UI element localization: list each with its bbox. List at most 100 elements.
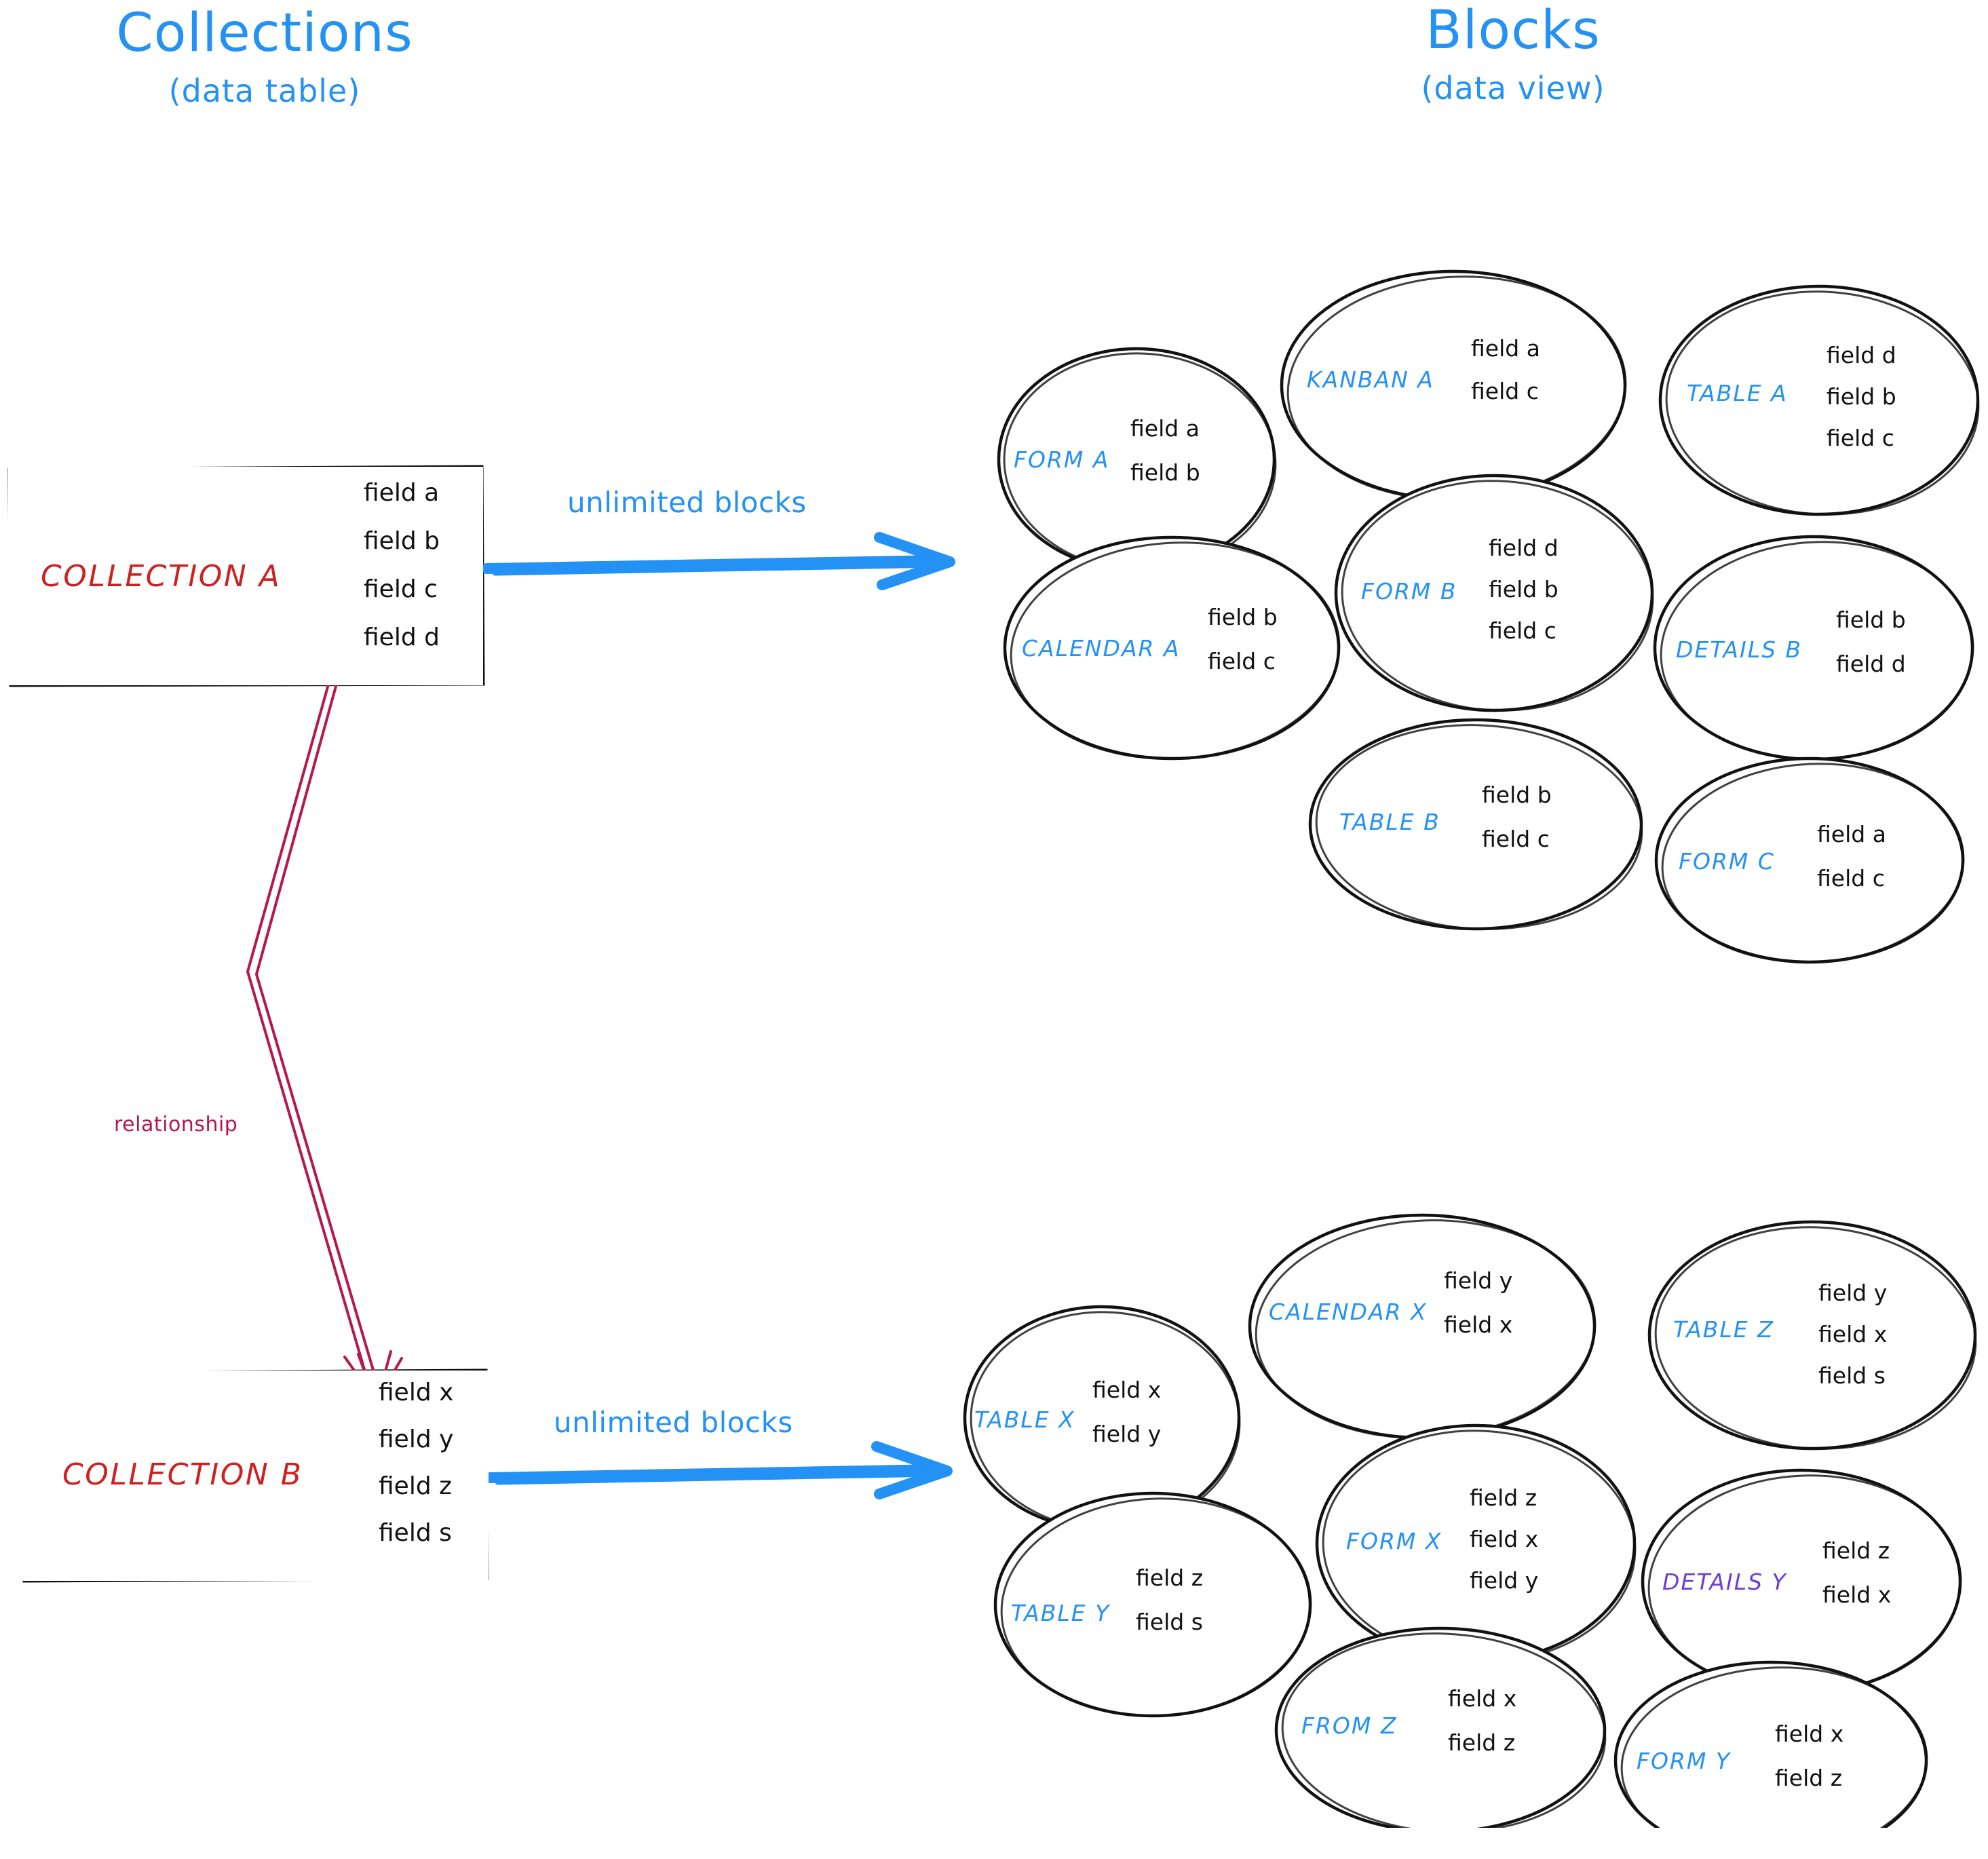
block-table-b-label: TABLE B [1339,809,1440,835]
block-field: field b [1482,782,1552,808]
block-form-y[interactable]: FORM Y field x field z [1615,1662,1927,1859]
collection-b[interactable]: COLLECTION B field x field y field z fie… [20,1371,489,1581]
collection-b-field: field z [379,1472,453,1500]
block-table-a-label: TABLE A [1687,380,1788,406]
block-details-b[interactable]: DETAILS B field b field d [1654,536,1973,760]
block-details-b-label: DETAILS B [1676,636,1803,663]
block-field: field y [1444,1267,1513,1294]
block-field: field c [1482,826,1550,852]
block-calendar-x[interactable]: CALENDAR X field y field x [1248,1214,1596,1438]
block-field: field c [1208,648,1276,674]
block-field: field c [1827,425,1894,451]
block-field: field x [1470,1526,1539,1552]
collection-b-field: field x [379,1379,454,1406]
block-field: field a [1471,335,1540,362]
block-field: field y [1470,1567,1539,1594]
block-field: field d [1836,651,1906,677]
block-field: field z [1448,1729,1516,1756]
block-table-b-fields: field b field c [1482,782,1552,852]
block-kanban-a-label: KANBAN A [1307,366,1434,393]
title-collections-main: Collections [116,3,413,64]
block-form-a-fields: field a field b [1130,415,1200,486]
block-calendar-a-label: CALENDAR A [1022,635,1181,662]
block-table-x-fields: field x field y [1092,1377,1161,1447]
block-details-y[interactable]: DETAILS Y field z field x [1642,1470,1961,1693]
block-table-z-label: TABLE Z [1673,1316,1774,1343]
collection-b-field-list: field x field y field z field s [379,1379,453,1547]
arrow-label-unlimited-blocks-top: unlimited blocks [567,486,807,519]
block-form-y-label: FORM Y [1637,1748,1732,1774]
block-field: field c [1817,865,1885,892]
block-field: field x [1818,1321,1888,1347]
collection-b-field: field y [379,1425,454,1453]
unlimited-blocks-arrow-top [482,532,955,590]
title-collections: Collections (data table) [41,4,489,111]
block-from-z-fields: field x field z [1448,1685,1516,1756]
block-calendar-x-fields: field y field x [1444,1267,1512,1338]
block-calendar-a-fields: field b field c [1208,604,1278,674]
title-blocks-main: Blocks [1426,0,1601,61]
block-table-y[interactable]: TABLE Y field z field s [995,1493,1311,1717]
block-field: field y [1818,1280,1888,1306]
collection-a-name: COLLECTION A [41,559,282,594]
arrow-label-unlimited-blocks-bottom: unlimited blocks [554,1406,793,1439]
block-field: field c [1489,617,1556,644]
block-table-z-fields: field y field x field s [1818,1280,1887,1389]
block-form-x[interactable]: FORM X field z field x field y [1316,1425,1635,1662]
collection-a-field: field b [364,527,440,555]
block-field: field d [1489,535,1559,561]
block-table-z[interactable]: TABLE Z field y field x field s [1649,1221,1976,1449]
block-kanban-a-fields: field a field c [1471,335,1540,404]
block-field: field b [1208,604,1278,630]
block-form-x-fields: field z field x field y [1470,1484,1538,1594]
block-field: field b [1130,459,1200,486]
block-field: field x [1444,1311,1513,1338]
block-field: field x [1775,1721,1844,1747]
collection-a-field: field d [364,624,440,651]
block-field: field z [1775,1765,1843,1791]
block-field: field y [1092,1421,1162,1447]
block-field: field z [1470,1484,1537,1511]
block-calendar-x-label: CALENDAR X [1269,1299,1428,1325]
block-table-y-label: TABLE Y [1011,1600,1111,1626]
block-form-c[interactable]: FORM C field a field c [1656,759,1964,962]
block-table-b[interactable]: TABLE B field b field c [1310,719,1642,930]
collection-b-name: COLLECTION B [62,1457,303,1492]
block-table-x[interactable]: TABLE X field x field y [963,1306,1240,1530]
relationship-connector [246,643,403,1402]
block-field: field b [1827,383,1896,410]
block-field: field s [1136,1609,1203,1635]
block-field: field s [1818,1362,1886,1389]
block-table-y-fields: field z field s [1136,1565,1203,1635]
collection-b-field: field s [379,1519,452,1547]
collection-a[interactable]: COLLECTION A field a field b field c fie… [8,467,483,685]
title-blocks: Blocks (data view) [1242,1,1784,109]
block-calendar-a[interactable]: CALENDAR A field b field c [1004,536,1339,760]
block-field: field c [1471,378,1539,404]
block-field: field z [1136,1565,1204,1591]
block-form-b-fields: field d field b field c [1489,535,1559,644]
block-field: field x [1092,1377,1162,1403]
collection-a-field: field a [364,479,440,507]
title-collections-sub: (data table) [168,73,361,109]
collection-a-field: field c [364,575,438,603]
block-from-z-label: FROM Z [1301,1712,1398,1739]
block-details-y-fields: field z field x [1822,1537,1891,1608]
block-field: field d [1827,342,1896,368]
block-form-y-fields: field x field z [1775,1721,1843,1791]
block-form-c-fields: field a field c [1817,821,1886,892]
block-form-x-label: FORM X [1346,1528,1442,1554]
block-form-b[interactable]: FORM B field d field b field c [1335,475,1653,711]
block-field: field a [1130,415,1200,442]
block-table-x-label: TABLE X [974,1406,1075,1433]
block-field: field z [1822,1537,1890,1564]
title-blocks-sub: (data view) [1421,70,1605,107]
block-kanban-a[interactable]: KANBAN A field a field c [1281,270,1626,501]
block-details-b-fields: field b field d [1836,607,1906,677]
block-table-a[interactable]: TABLE A field d field b field c [1660,285,1979,516]
block-from-z[interactable]: FROM Z field x field z [1276,1628,1605,1832]
collection-a-field-list: field a field b field c field d [364,479,440,651]
block-form-a[interactable]: FORM A field a field b [997,347,1276,571]
unlimited-blocks-arrow-bottom [484,1441,953,1499]
